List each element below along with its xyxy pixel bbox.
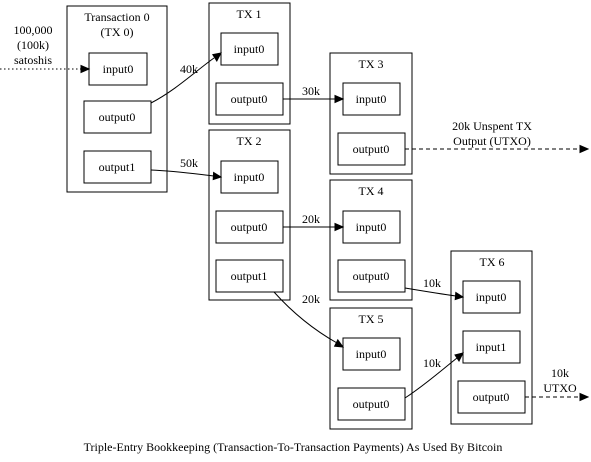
arrowhead-icon bbox=[454, 291, 465, 301]
tx6-output0-label: output0 bbox=[473, 390, 510, 404]
tx5-input0-label: input0 bbox=[356, 347, 387, 361]
edge-source-to-tx0 bbox=[0, 64, 91, 74]
tx0-box: Transaction 0 (TX 0) input0 output0 outp… bbox=[66, 5, 168, 193]
tx4-output0-port: output0 bbox=[337, 259, 406, 293]
tx6-output0-port: output0 bbox=[457, 380, 526, 414]
diagram-caption: Triple-Entry Bookkeeping (Transaction-To… bbox=[84, 440, 503, 454]
tx3-output0-label: output0 bbox=[353, 142, 390, 156]
tx6-input1-label: input1 bbox=[476, 340, 507, 354]
arrowhead-icon bbox=[212, 171, 223, 181]
edge-label-tx5-tx6: 10k bbox=[423, 356, 441, 370]
tx0-input0-port: input0 bbox=[88, 52, 148, 86]
tx3-input0-label: input0 bbox=[356, 92, 387, 106]
tx3-input0-port: input0 bbox=[342, 82, 401, 116]
tx2-box: TX 2 input0 output0 output1 bbox=[208, 129, 291, 301]
tx3-output0-port: output0 bbox=[337, 132, 406, 166]
arrowhead-icon bbox=[579, 144, 590, 154]
utxo-label-2-line-2: UTXO bbox=[543, 381, 577, 395]
tx0-output1-port: output1 bbox=[83, 150, 152, 184]
tx1-input0-port: input0 bbox=[220, 32, 279, 66]
edge-label-tx2-tx5: 20k bbox=[302, 292, 320, 306]
arrowhead-icon bbox=[579, 392, 590, 402]
tx5-output0-label: output0 bbox=[353, 397, 390, 411]
tx0-output1-label: output1 bbox=[99, 160, 136, 174]
tx4-title: TX 4 bbox=[359, 184, 384, 198]
tx2-input0-port: input0 bbox=[220, 160, 279, 194]
source-amount-line-3: satoshis bbox=[14, 53, 52, 67]
tx5-input0-port: input0 bbox=[342, 337, 401, 371]
edge-tx0-to-tx2: 50k bbox=[150, 156, 223, 181]
tx2-output1-port: output1 bbox=[215, 259, 284, 293]
tx2-output0-label: output0 bbox=[231, 220, 268, 234]
edge-tx2-to-tx5: 20k bbox=[273, 291, 345, 348]
edge-tx1-to-tx3: 30k bbox=[283, 84, 345, 104]
tx4-input0-port: input0 bbox=[342, 210, 401, 244]
tx4-output0-label: output0 bbox=[353, 269, 390, 283]
tx3-title: TX 3 bbox=[359, 57, 384, 71]
utxo-label-1: 20k Unspent TX Output (UTXO) bbox=[452, 119, 532, 148]
edge-label-tx0-tx2: 50k bbox=[180, 156, 198, 170]
utxo-label-2-line-1: 10k bbox=[551, 366, 569, 380]
tx0-output0-port: output0 bbox=[83, 100, 152, 134]
edge-tx3-to-utxo bbox=[405, 144, 590, 154]
source-amount-line-2: (100k) bbox=[17, 38, 49, 52]
tx2-title: TX 2 bbox=[237, 134, 262, 148]
tx0-title-line-1: Transaction 0 bbox=[84, 10, 149, 24]
utxo-label-2: 10k UTXO bbox=[543, 366, 577, 395]
tx6-input1-port: input1 bbox=[462, 330, 521, 364]
arrowhead-icon bbox=[211, 52, 222, 63]
tx0-title-line-2: (TX 0) bbox=[101, 25, 134, 39]
edge-tx0-to-tx1: 40k bbox=[150, 52, 222, 104]
tx4-box: TX 4 input0 output0 bbox=[329, 179, 413, 301]
edge-tx4-to-tx6: 10k bbox=[404, 276, 465, 301]
tx0-output0-label: output0 bbox=[99, 110, 136, 124]
edge-tx6-to-utxo bbox=[525, 392, 590, 402]
edge-label-tx0-tx1: 40k bbox=[180, 62, 198, 76]
tx2-input0-label: input0 bbox=[234, 170, 265, 184]
edge-label-tx4-tx6: 10k bbox=[423, 276, 441, 290]
tx6-input0-port: input0 bbox=[462, 280, 521, 314]
tx1-output0-port: output0 bbox=[215, 82, 284, 116]
utxo-label-1-line-2: Output (UTXO) bbox=[453, 134, 531, 148]
utxo-label-1-line-1: 20k Unspent TX bbox=[452, 119, 532, 133]
arrowhead-icon bbox=[334, 222, 345, 232]
tx6-title: TX 6 bbox=[480, 255, 505, 269]
tx1-title: TX 1 bbox=[237, 7, 262, 21]
tx3-box: TX 3 input0 output0 bbox=[329, 52, 413, 175]
tx5-title: TX 5 bbox=[359, 312, 384, 326]
edge-tx5-to-tx6: 10k bbox=[404, 352, 464, 399]
tx5-output0-port: output0 bbox=[337, 387, 406, 421]
edge-label-tx2-tx4: 20k bbox=[302, 212, 320, 226]
arrowhead-icon bbox=[454, 352, 464, 362]
tx0-input0-label: input0 bbox=[103, 62, 134, 76]
tx6-box: TX 6 input0 input1 output0 bbox=[450, 250, 533, 425]
tx4-input0-label: input0 bbox=[356, 220, 387, 234]
edge-label-tx1-tx3: 30k bbox=[302, 84, 320, 98]
tx1-box: TX 1 input0 output0 bbox=[208, 2, 291, 125]
arrowhead-icon bbox=[80, 64, 91, 74]
source-label: 100,000 (100k) satoshis bbox=[14, 23, 53, 67]
arrowhead-icon bbox=[333, 338, 345, 348]
edge-tx2-to-tx4: 20k bbox=[283, 212, 345, 232]
tx5-box: TX 5 input0 output0 bbox=[329, 307, 413, 430]
tx2-output0-port: output0 bbox=[215, 210, 284, 244]
source-amount-line-1: 100,000 bbox=[14, 23, 53, 37]
arrowhead-icon bbox=[334, 94, 345, 104]
tx1-output0-label: output0 bbox=[231, 92, 268, 106]
tx1-input0-label: input0 bbox=[234, 42, 265, 56]
tx2-output1-label: output1 bbox=[231, 269, 268, 283]
tx6-input0-label: input0 bbox=[476, 290, 507, 304]
